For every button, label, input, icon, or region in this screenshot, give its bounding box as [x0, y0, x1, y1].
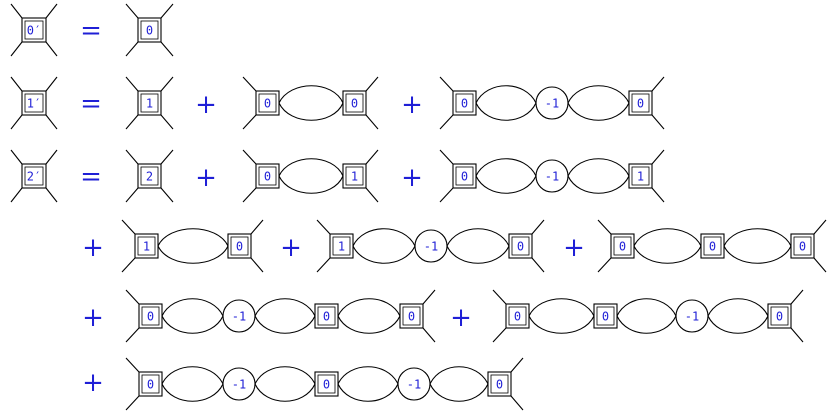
vertex-label: 0 — [461, 170, 468, 184]
vertex-label: 1 — [351, 170, 358, 184]
vertex-label: 0 — [776, 310, 783, 324]
bubble-label: -1 — [545, 170, 559, 184]
loop-chain-0-1: 0 1 — [242, 149, 379, 203]
plus-sign: + — [563, 233, 585, 263]
vertex-label: 0 — [514, 310, 521, 324]
dressed-label: 1′ — [27, 97, 41, 111]
loop-chain-0-b-0: 0 -1 0 — [439, 76, 665, 130]
vertex-label: 0 — [799, 240, 806, 254]
bubble-label: -1 — [232, 378, 246, 392]
dressed-vertex-2: 2′ — [10, 149, 58, 203]
vertex-label: 0 — [323, 378, 330, 392]
vertex-label: 1 — [338, 240, 345, 254]
loop-chain-0-0-0: 0 0 0 — [597, 219, 827, 273]
vertex-label: 0 — [602, 310, 609, 324]
equation-row-1: 0′ = 0 — [10, 3, 174, 57]
vertex-label: 1 — [146, 97, 153, 111]
bubble-label: -1 — [407, 378, 421, 392]
bubble-label: -1 — [545, 97, 559, 111]
vertex-label: 2 — [146, 170, 153, 184]
equation-row-6: + 0 -1 0 -1 0 — [82, 357, 524, 411]
vertex-label: 0 — [619, 240, 626, 254]
vertex-label: 1 — [143, 240, 150, 254]
bare-vertex-2: 2 — [125, 149, 174, 203]
bare-vertex-1: 1 — [125, 76, 174, 130]
equals-sign: = — [80, 89, 102, 119]
vertex-label: 0 — [146, 24, 153, 38]
loop-chain-0-b-0-0: 0 -1 0 0 — [125, 289, 436, 343]
equation-row-4: + 1 0 + 1 — [82, 219, 827, 273]
bubble-label: -1 — [685, 310, 699, 324]
equation-row-2: 1′ = 1 + 0 0 + — [10, 76, 665, 130]
dressed-label: 0′ — [27, 24, 41, 38]
plus-sign: + — [280, 233, 302, 263]
plus-sign: + — [82, 368, 104, 398]
vertex-label: 0 — [637, 97, 644, 111]
vertex-label: 0 — [323, 310, 330, 324]
vertex-label: 0 — [264, 170, 271, 184]
loop-chain-0-0-b-0: 0 0 -1 0 — [492, 289, 804, 343]
equals-sign: = — [80, 162, 102, 192]
vertex-label: 0 — [351, 97, 358, 111]
equation-row-3: 2′ = 2 + 0 1 + — [10, 149, 665, 203]
equals-sign: = — [80, 16, 102, 46]
plus-sign: + — [195, 163, 217, 193]
dressed-vertex-0: 0′ — [10, 3, 58, 57]
vertex-label: 0 — [496, 378, 503, 392]
dressed-vertex-1: 1′ — [10, 76, 58, 130]
bubble-label: -1 — [232, 310, 246, 324]
loop-chain-0-0: 0 0 — [242, 76, 379, 130]
vertex-label: 0 — [264, 97, 271, 111]
bare-vertex-0: 0 — [125, 3, 174, 57]
vertex-label: 0 — [408, 310, 415, 324]
equation-row-5: + 0 -1 0 0 + — [82, 289, 804, 343]
vertex-label: 0 — [461, 97, 468, 111]
bubble-label: -1 — [424, 240, 438, 254]
plus-sign: + — [450, 303, 472, 333]
vertex-label: 1 — [637, 170, 644, 184]
vertex-label: 0 — [147, 378, 154, 392]
vertex-label: 0 — [517, 240, 524, 254]
loop-chain-1-0: 1 0 — [121, 219, 264, 273]
plus-sign: + — [82, 233, 104, 263]
vertex-label: 0 — [147, 310, 154, 324]
dressed-label: 2′ — [27, 170, 41, 184]
vertex-label: 0 — [709, 240, 716, 254]
plus-sign: + — [82, 303, 104, 333]
plus-sign: + — [401, 90, 423, 120]
plus-sign: + — [401, 163, 423, 193]
loop-chain-1-b-0: 1 -1 0 — [316, 219, 545, 273]
vertex-label: 0 — [236, 240, 243, 254]
loop-chain-0-b-1: 0 -1 1 — [439, 149, 665, 203]
loop-chain-0-b-0-b-0: 0 -1 0 -1 0 — [125, 357, 524, 411]
plus-sign: + — [195, 90, 217, 120]
